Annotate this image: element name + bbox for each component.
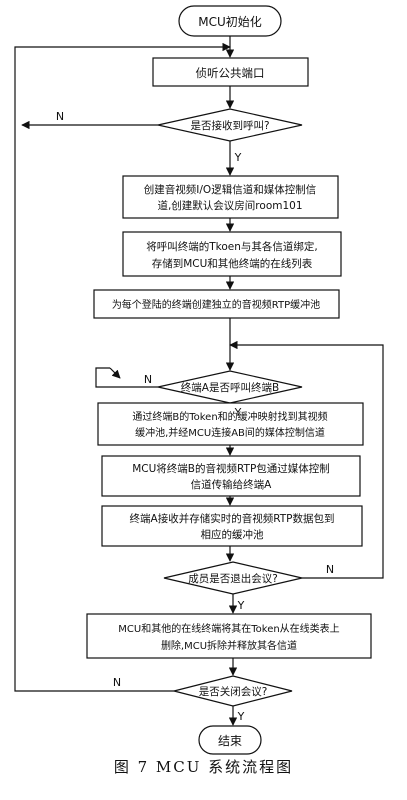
find-box: [97, 402, 364, 446]
buffer-label: 为每个登陆的终端创建独立的音视频RTP缓冲池: [112, 298, 320, 311]
decision-call-label: 是否接收到呼叫?: [190, 119, 269, 132]
no-label-close: N: [113, 676, 121, 689]
arrow-call-b-no-head: [109, 367, 121, 379]
receive-line-1: 终端A接收并存储实时的音视频RTP数据包到: [130, 512, 335, 525]
forward-line-1: MCU将终端B的音视频RTP包通过媒体控制: [132, 462, 330, 475]
create-line-2: 道,创建默认会议房间room101: [157, 199, 302, 212]
yes-label-call-b: Y: [234, 406, 242, 419]
decision-call-b-label: 终端A是否呼叫终端B: [181, 381, 279, 394]
decision-close-label: 是否关闭会议?: [199, 685, 268, 698]
find-line-1: 通过终端B的Token和的缓冲映射找到其视频: [132, 410, 327, 423]
remove-box: [86, 613, 372, 659]
yes-label-call: Y: [234, 151, 242, 164]
decision-exit-label: 成员是否退出会议?: [188, 572, 278, 585]
no-label-call-b: N: [144, 373, 152, 386]
find-line-2: 缓冲池,并经MCU连接AB间的媒体控制信道: [135, 426, 325, 439]
forward-line-2: 信道传输给终端A: [191, 478, 272, 491]
no-label-call: N: [56, 110, 64, 123]
create-line-1: 创建音视频I/O逻辑信道和媒体控制信: [144, 183, 316, 196]
arrow-close-no: [14, 42, 231, 692]
start-label: MCU初始化: [198, 15, 262, 29]
remove-line-2: 删除,MCU拆除并释放其各信道: [161, 639, 297, 652]
bind-line-2: 存储到MCU和其他终端的在线列表: [152, 257, 313, 270]
remove-line-1: MCU和其他的在线终端将其在Token从在线类表上: [118, 622, 339, 635]
mcu-flowchart: MCU初始化 侦听公共端口 是否接收到呼叫? 创建音视频I/O逻辑信道和媒体控制…: [14, 5, 384, 755]
end-terminal: [198, 725, 262, 755]
decision-call-shape: [157, 108, 303, 142]
create-lines-box: [122, 175, 339, 219]
receive-line-2: 相应的缓冲池: [201, 528, 264, 541]
decision-call-b-shape: [157, 370, 303, 404]
listen-label: 侦听公共端口: [196, 66, 265, 80]
buffer-box: [93, 289, 340, 319]
listen-box: [152, 57, 309, 87]
end-label: 结束: [218, 734, 242, 748]
arrow-exit-no: [229, 340, 384, 579]
yes-label-exit: Y: [237, 599, 245, 612]
bind-box: [122, 231, 342, 277]
no-label-exit: N: [326, 563, 334, 576]
arrow-call-b-no: [95, 367, 158, 388]
decision-close-shape: [173, 675, 293, 707]
forward-box: [101, 455, 361, 497]
figure-caption: 图 7 MCU 系统流程图: [113, 758, 294, 776]
receive-box: [101, 505, 363, 547]
bind-line-1: 将呼叫终端的Tkoen与其各信道绑定,: [146, 240, 318, 253]
yes-label-close: Y: [237, 710, 245, 723]
